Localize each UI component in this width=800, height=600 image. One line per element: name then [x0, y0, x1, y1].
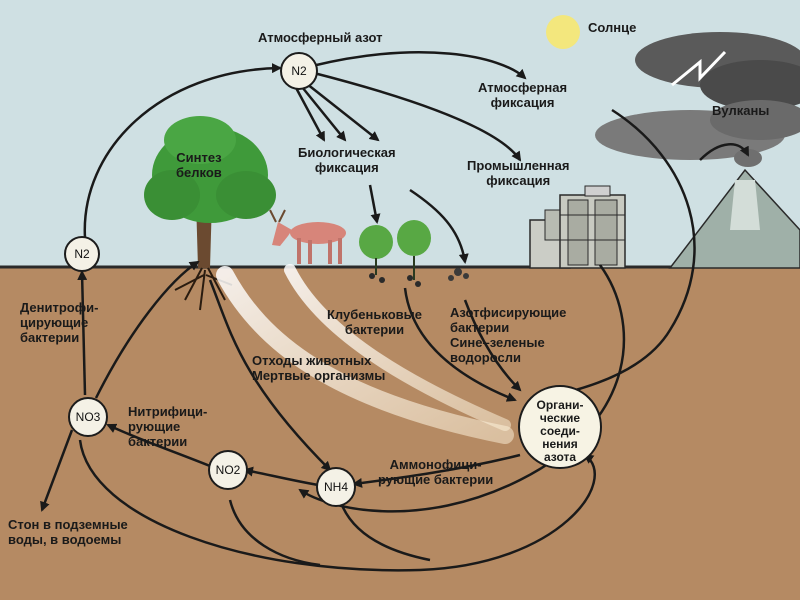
industrial-fixation-label: Промышленная фиксация: [467, 158, 569, 188]
protein-synthesis-label: Синтез белков: [176, 150, 222, 180]
runoff-label: Стон в подземные воды, в водоемы: [8, 517, 128, 547]
azotobacter-label: Азотфисирующие бактерии Сине–зеленые вод…: [450, 305, 566, 365]
no3-node: NO3: [68, 397, 108, 437]
n2-top-node: N2: [280, 52, 318, 90]
nitrifying-bacteria-label: Нитрифици- рующие бактерии: [128, 404, 207, 449]
nodule-bacteria-label: Клубеньковые бактерии: [327, 307, 422, 337]
n2-left-label: N2: [74, 247, 89, 261]
atmospheric-nitrogen-label: Атмосферный азот: [258, 30, 382, 45]
sun-label: Солнце: [588, 20, 636, 35]
n2-left-node: N2: [64, 236, 100, 272]
nh4-label: NH4: [324, 480, 348, 494]
volcanoes-label: Вулканы: [712, 103, 769, 118]
nh4-node: NH4: [316, 467, 356, 507]
no2-label: NO2: [216, 463, 241, 477]
no3-label: NO3: [76, 410, 101, 424]
biological-fixation-label: Биологическая фиксация: [298, 145, 396, 175]
n2-top-label: N2: [291, 64, 306, 78]
organic-nitrogen-node: Органи- ческие соеди- нения азота: [518, 385, 602, 469]
sun-icon: [546, 15, 580, 49]
animal-waste-label: Отходы животных Мертвые организмы: [252, 353, 385, 383]
atmospheric-fixation-label: Атмосферная фиксация: [478, 80, 567, 110]
denitrifying-bacteria-label: Денитрофи- цирующие бактерии: [20, 300, 98, 345]
no2-node: NO2: [208, 450, 248, 490]
ammonifying-bacteria-label: Аммонофици- рующие бактерии: [378, 457, 493, 487]
